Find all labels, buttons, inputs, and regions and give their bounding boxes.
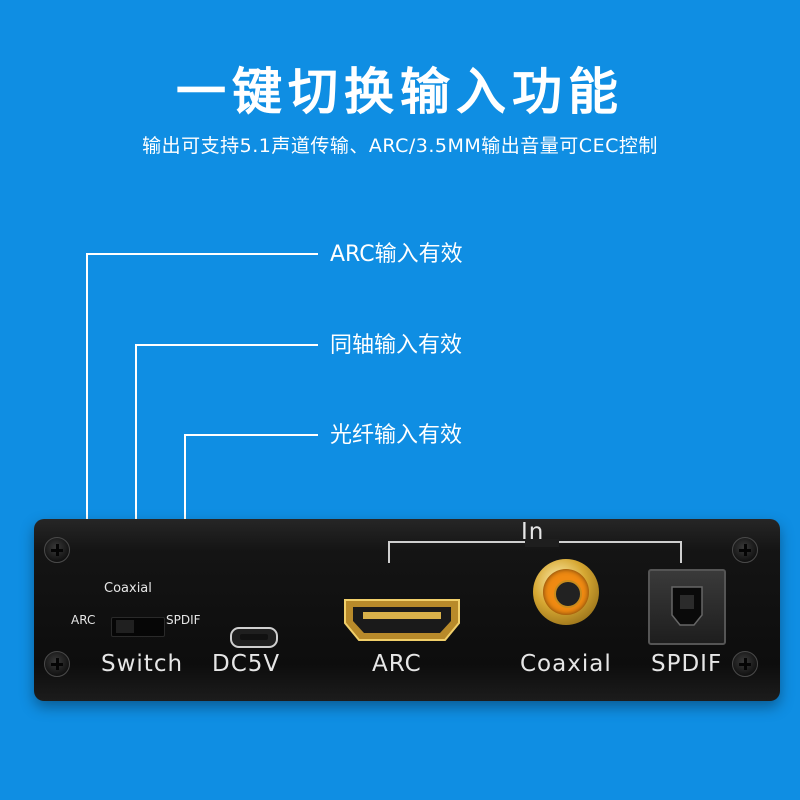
coaxial-leader-line	[135, 344, 318, 550]
screw-icon	[44, 537, 70, 563]
arc-leader-line	[86, 253, 318, 547]
switch-coaxial-label: Coaxial	[104, 581, 152, 596]
in-group-label: In	[521, 519, 545, 545]
hdmi-port-icon	[344, 599, 460, 641]
device-panel: Coaxial ARC SPDIF Switch DC5V ARC In Coa…	[34, 519, 780, 701]
spdif-label: SPDIF	[651, 651, 723, 677]
callout-coaxial-input: 同轴输入有效	[330, 333, 463, 358]
input-selector-switch[interactable]	[111, 617, 165, 637]
screw-icon	[732, 537, 758, 563]
screw-icon	[732, 651, 758, 677]
coaxial-rca-port	[533, 559, 599, 625]
switch-arc-label: ARC	[71, 613, 96, 627]
in-group-bracket	[388, 539, 682, 563]
spdif-optical-port	[648, 569, 726, 645]
callout-optical-input: 光纤输入有效	[330, 423, 463, 448]
callout-arc-input: ARC输入有效	[330, 242, 463, 267]
switch-spdif-label: SPDIF	[166, 613, 201, 627]
hdmi-arc-label: ARC	[372, 651, 422, 677]
page-title: 一键切换输入功能	[176, 63, 624, 121]
optical-port-icon	[671, 586, 703, 626]
spdif-leader-line	[184, 434, 318, 556]
page-subtitle: 输出可支持5.1声道传输、ARC/3.5MM输出音量可CEC控制	[142, 135, 658, 157]
switch-label: Switch	[101, 651, 184, 677]
screw-icon	[44, 651, 70, 677]
micro-usb-port	[230, 627, 278, 648]
coaxial-label: Coaxial	[520, 651, 612, 677]
power-label: DC5V	[212, 651, 281, 677]
switch-knob[interactable]	[116, 620, 134, 633]
